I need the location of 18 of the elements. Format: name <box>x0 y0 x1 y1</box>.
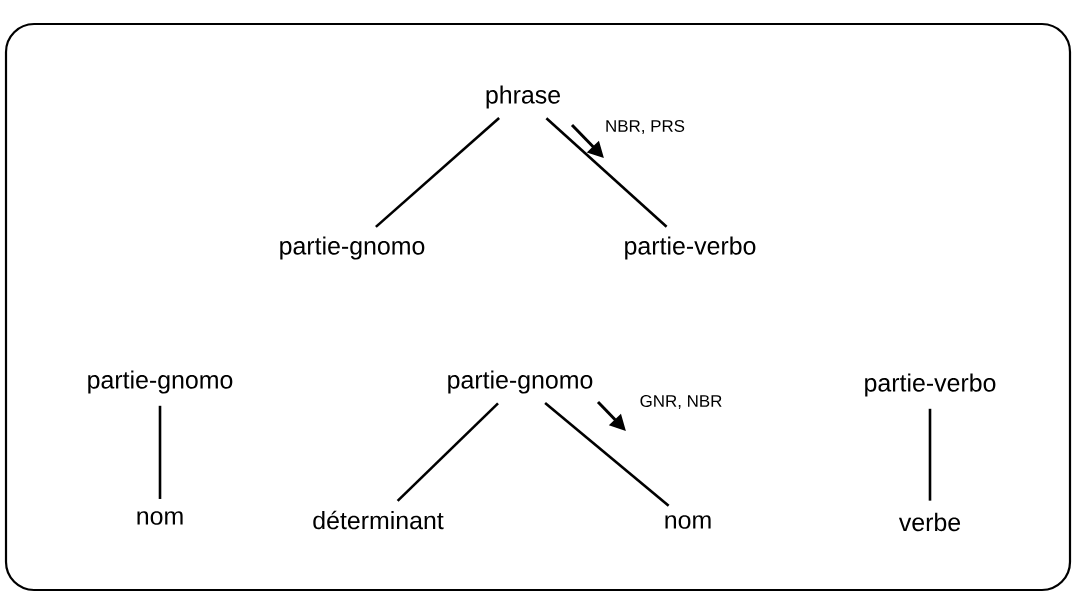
node-label: partie-gnomo <box>88 370 233 394</box>
tree-line <box>396 402 499 502</box>
feature-label: GNR, NBR <box>640 395 722 409</box>
node-label: phrase <box>486 85 560 109</box>
tree-line <box>928 408 932 501</box>
node-label: partie-gnomo <box>448 370 593 394</box>
node-label: partie-verbo <box>865 373 996 397</box>
node-label: nom <box>137 511 183 525</box>
node-label: déterminant <box>313 510 444 530</box>
tree-line <box>545 117 668 228</box>
node-label: partie-gnomo <box>280 236 425 260</box>
node-label: partie-verbo <box>625 236 756 260</box>
node-label: nom <box>665 515 711 529</box>
tree-line <box>544 401 670 507</box>
tree-line <box>158 405 162 499</box>
tree-line <box>375 117 500 228</box>
feature-label: NBR, PRS <box>606 120 685 134</box>
node-label: verbe <box>898 512 961 532</box>
